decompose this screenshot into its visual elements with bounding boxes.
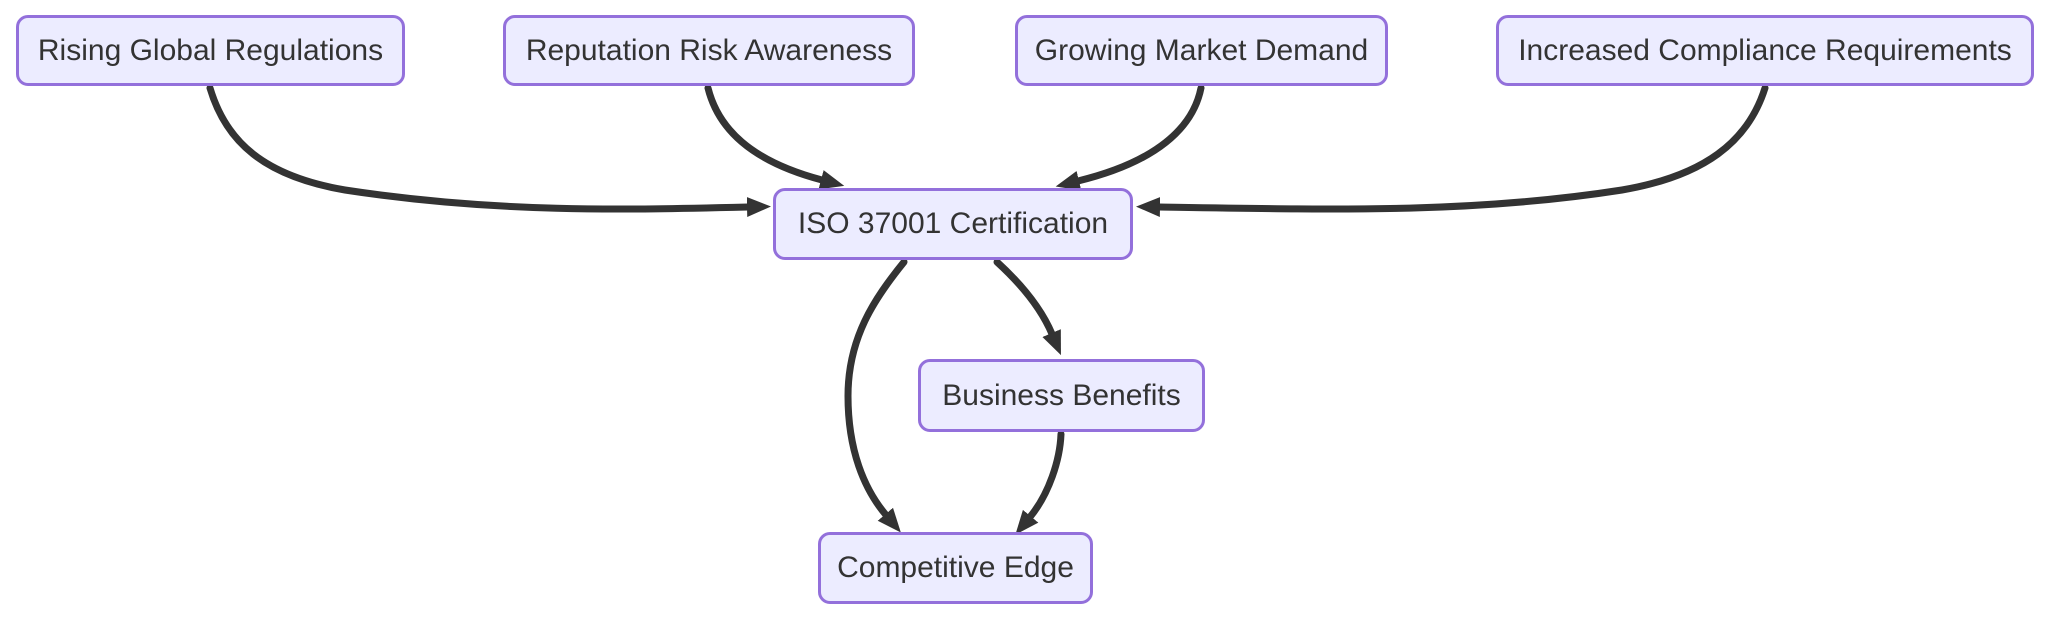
node-rising-global-regulations: Rising Global Regulations bbox=[16, 15, 405, 86]
node-increased-compliance-requirements: Increased Compliance Requirements bbox=[1496, 15, 2034, 86]
node-label: Business Benefits bbox=[942, 378, 1181, 412]
edge-market-to-iso bbox=[1055, 84, 1205, 191]
edge-reputation-to-iso bbox=[704, 84, 845, 190]
edge-benefits-to-competitive bbox=[1015, 430, 1065, 535]
node-iso-37001-certification: ISO 37001 Certification bbox=[773, 188, 1133, 260]
node-competitive-edge: Competitive Edge bbox=[818, 532, 1093, 604]
edge-compliance-to-iso bbox=[1136, 84, 1769, 218]
node-growing-market-demand: Growing Market Demand bbox=[1015, 15, 1388, 86]
node-label: Growing Market Demand bbox=[1034, 33, 1369, 67]
node-label: Reputation Risk Awareness bbox=[525, 33, 893, 67]
edge-iso-to-benefits bbox=[993, 258, 1061, 356]
node-label: Competitive Edge bbox=[837, 551, 1074, 584]
node-label: Rising Global Regulations bbox=[37, 33, 384, 67]
node-reputation-risk-awareness: Reputation Risk Awareness bbox=[503, 15, 915, 86]
node-label: Increased Compliance Requirements bbox=[1518, 33, 2012, 67]
node-business-benefits: Business Benefits bbox=[918, 359, 1205, 432]
edge-rising-to-iso bbox=[206, 84, 771, 218]
edge-iso-to-competitive bbox=[844, 258, 908, 533]
node-label: ISO 37001 Certification bbox=[797, 207, 1109, 240]
